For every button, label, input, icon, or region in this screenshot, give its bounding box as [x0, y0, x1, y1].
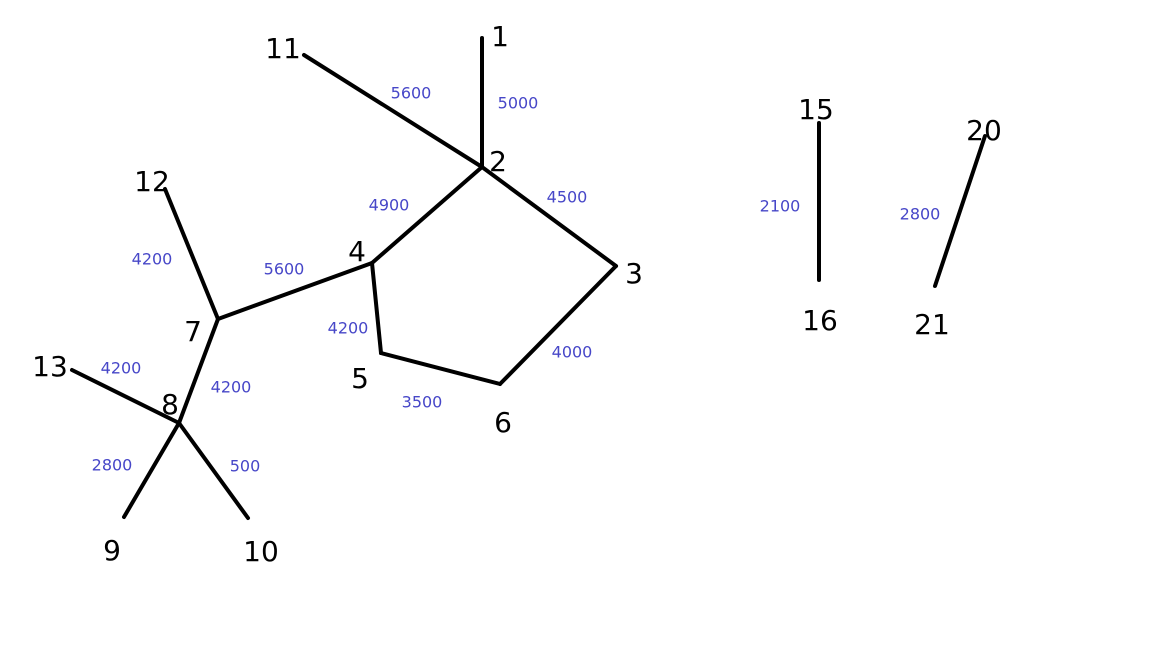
- edge-weight-15-16: 2100: [760, 197, 801, 216]
- edge-weights-layer: 5000560045004900400042003500560042004200…: [92, 84, 941, 476]
- node-label-1: 1: [491, 20, 509, 53]
- edge-weight-13-8: 4200: [101, 359, 142, 378]
- edge-weight-2-4: 4900: [369, 196, 410, 215]
- edge-weight-8-9: 2800: [92, 456, 133, 475]
- edge-4-7: [216, 261, 374, 321]
- edge-7-8: [177, 317, 220, 425]
- edge-weight-5-6: 3500: [402, 393, 443, 412]
- node-label-2: 2: [489, 145, 507, 178]
- node-label-5: 5: [351, 362, 369, 395]
- edge-weight-12-7: 4200: [132, 250, 173, 269]
- edge-20-21: [933, 134, 987, 288]
- edge-4-5: [370, 261, 383, 355]
- edge-8-10: [177, 421, 250, 520]
- node-label-6: 6: [494, 406, 512, 439]
- edge-weight-8-10: 500: [230, 457, 261, 476]
- edge-13-8: [70, 368, 181, 425]
- node-label-21: 21: [914, 308, 950, 341]
- node-label-3: 3: [625, 257, 643, 290]
- node-label-4: 4: [348, 235, 366, 268]
- edge-weight-7-8: 4200: [211, 378, 252, 397]
- node-label-7: 7: [184, 315, 202, 348]
- node-label-20: 20: [966, 114, 1002, 147]
- node-label-12: 12: [134, 165, 170, 198]
- edge-weight-3-6: 4000: [552, 343, 593, 362]
- edge-8-9: [122, 421, 181, 519]
- node-label-11: 11: [265, 32, 301, 65]
- edge-3-6: [498, 264, 618, 386]
- edge-weight-11-2: 5600: [391, 84, 432, 103]
- node-label-15: 15: [798, 93, 834, 126]
- edge-2-3: [480, 165, 618, 268]
- node-label-13: 13: [32, 350, 68, 383]
- edge-12-7: [163, 187, 220, 321]
- node-label-9: 9: [103, 534, 121, 567]
- edge-5-6: [379, 351, 502, 386]
- node-label-16: 16: [802, 304, 838, 337]
- edge-weight-1-2: 5000: [498, 94, 539, 113]
- edge-11-2: [302, 53, 484, 169]
- edge-weight-20-21: 2800: [900, 205, 941, 224]
- node-label-8: 8: [161, 388, 179, 421]
- edge-weight-2-3: 4500: [547, 188, 588, 207]
- node-label-10: 10: [243, 535, 279, 568]
- edge-weight-4-7: 5600: [264, 260, 305, 279]
- edge-2-4: [370, 165, 484, 265]
- edges-layer: [70, 36, 987, 520]
- edge-weight-4-5: 4200: [328, 319, 369, 338]
